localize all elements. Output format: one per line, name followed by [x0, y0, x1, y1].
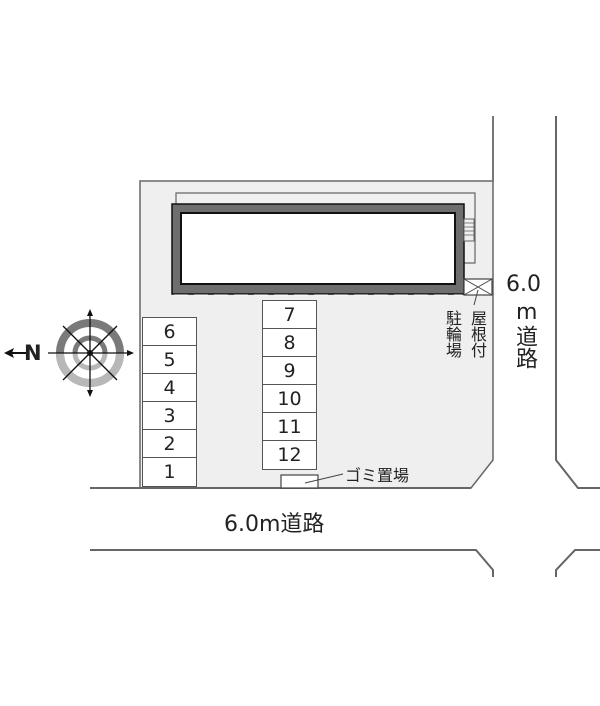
parking-space: 9 [262, 356, 317, 385]
parking-space: 8 [262, 328, 317, 357]
bottom-road-edge-bottom-right [555, 549, 600, 577]
right-road-edge-right [555, 116, 600, 489]
parking-space: 6 [142, 317, 197, 346]
bottom-road-edge-bottom [90, 549, 494, 577]
right-road-width: 6.0 [506, 272, 541, 297]
parking-space: 12 [262, 440, 317, 470]
bicycle-parking-label: 駐輪場 [443, 310, 462, 358]
bottom-road-label: 6.0m道路 [224, 512, 325, 537]
parking-space: 5 [142, 345, 197, 374]
stairs [463, 218, 475, 242]
bicycle-parking-area [463, 278, 493, 306]
bicycle-parking-label-roofed: 屋根付 [468, 310, 487, 358]
right-road-unit: m [516, 300, 538, 325]
parking-space: 11 [262, 412, 317, 441]
north-label: N [24, 341, 42, 365]
parking-space: 2 [142, 429, 197, 458]
right-road-label: 道路 [512, 325, 537, 369]
parking-space: 10 [262, 384, 317, 413]
building [171, 203, 465, 296]
parking-space: 3 [142, 401, 197, 430]
garbage-area [280, 473, 344, 489]
garbage-area-label: ゴミ置場 [345, 466, 410, 485]
parking-space: 4 [142, 373, 197, 402]
parking-space: 7 [262, 300, 317, 329]
compass-icon [4, 309, 134, 397]
parking-space: 1 [142, 457, 197, 487]
